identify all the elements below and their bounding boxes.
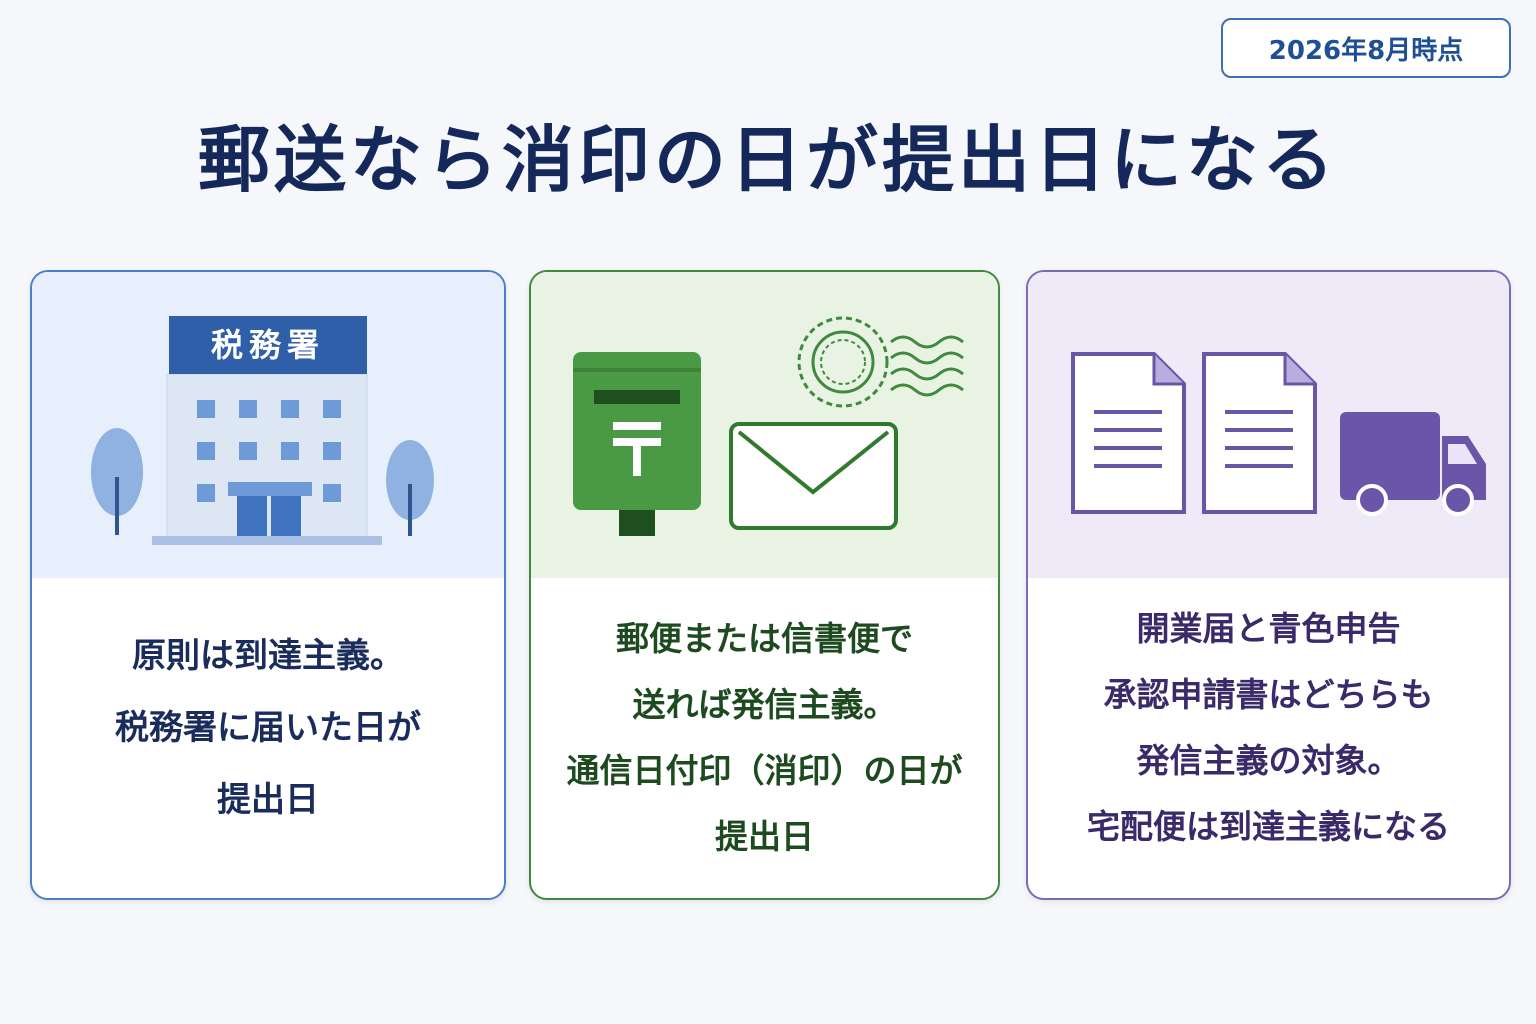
document-icon xyxy=(1071,352,1186,514)
card-line: 税務署に届いた日が xyxy=(115,708,421,748)
card-line: 通信日付印（消印）の日が xyxy=(566,751,963,790)
card-line: 宅配便は到達主義になる xyxy=(1087,807,1450,846)
card-illustration-area: 税務署 xyxy=(32,272,504,578)
card-line: 提出日 xyxy=(217,780,319,820)
delivery-truck-icon xyxy=(1340,412,1486,516)
tree-icon xyxy=(91,428,143,535)
document-icon xyxy=(1202,352,1317,514)
card-line: 郵便または信書便で xyxy=(616,619,913,658)
tax-office-building-icon: 税務署 xyxy=(152,316,382,545)
page-title: 郵送なら消印の日が提出日になる xyxy=(197,118,1338,202)
card-text: 開業届と青色申告 承認申請書はどちらも 発信主義の対象。 宅配便は到達主義になる xyxy=(1028,578,1509,898)
date-badge: 2026年8月時点 xyxy=(1221,18,1511,78)
card-line: 原則は到達主義。 xyxy=(132,636,404,676)
envelope-icon xyxy=(729,422,898,530)
card-text: 郵便または信書便で 送れば発信主義。 通信日付印（消印）の日が 提出日 xyxy=(531,578,998,898)
card-dispatch-principle: 郵便または信書便で 送れば発信主義。 通信日付印（消印）の日が 提出日 xyxy=(529,270,1000,900)
tax-office-illustration: 税務署 xyxy=(91,316,434,545)
card-eligible-forms: 開業届と青色申告 承認申請書はどちらも 発信主義の対象。 宅配便は到達主義になる xyxy=(1026,270,1511,900)
card-illustration-area xyxy=(1028,272,1509,578)
mail-illustration xyxy=(573,316,964,536)
post-box-icon xyxy=(573,352,701,536)
card-illustration-area xyxy=(531,272,998,578)
card-arrival-principle: 税務署 原則は到達主義。 税務署に届いた日が 提出日 xyxy=(30,270,506,900)
card-line: 提出日 xyxy=(715,817,814,856)
card-line: 送れば発信主義。 xyxy=(632,685,897,724)
card-text: 原則は到達主義。 税務署に届いた日が 提出日 xyxy=(32,578,504,898)
card-line: 開業届と青色申告 xyxy=(1136,609,1401,648)
tree-icon xyxy=(386,440,434,536)
postmark-icon xyxy=(797,316,964,408)
tax-office-sign: 税務署 xyxy=(211,326,325,364)
card-line: 発信主義の対象。 xyxy=(1136,741,1401,780)
card-line: 承認申請書はどちらも xyxy=(1103,675,1434,714)
documents-illustration xyxy=(1071,352,1486,516)
